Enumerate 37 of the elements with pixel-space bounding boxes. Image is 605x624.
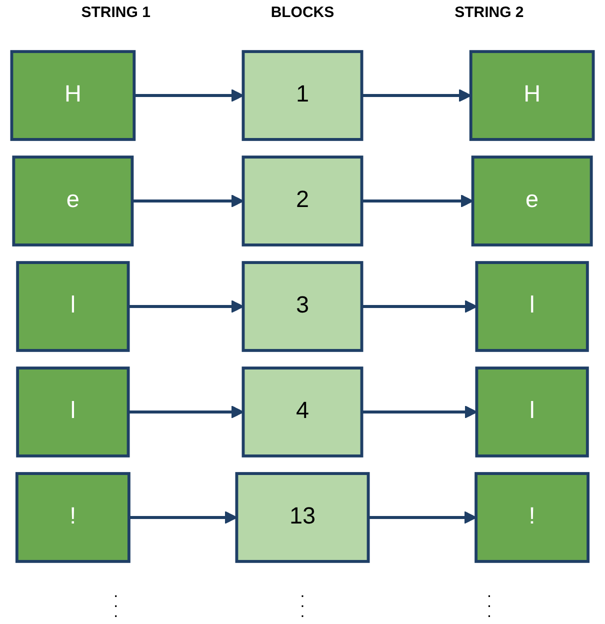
node-box: 13 bbox=[235, 472, 370, 563]
arrow bbox=[362, 300, 478, 313]
column-heading: STRING 1 bbox=[80, 3, 152, 23]
arrow bbox=[132, 194, 244, 208]
ellipsis-dot: . bbox=[300, 608, 305, 618]
ellipsis-dot: . bbox=[486, 588, 492, 598]
node-box: e bbox=[471, 156, 593, 246]
ellipsis-dot: . bbox=[300, 588, 305, 598]
node-box: l bbox=[16, 261, 130, 352]
node-box: ! bbox=[474, 472, 590, 563]
node-box: H bbox=[10, 50, 136, 141]
node-box: 3 bbox=[242, 261, 364, 352]
arrow bbox=[362, 194, 474, 208]
node-box: 4 bbox=[242, 366, 364, 458]
ellipsis-dot: . bbox=[114, 598, 118, 608]
arrow bbox=[362, 406, 478, 418]
ellipsis-dot: . bbox=[114, 608, 118, 618]
node-box: e bbox=[12, 156, 134, 246]
column-heading: BLOCKS bbox=[270, 3, 336, 23]
arrow bbox=[128, 406, 244, 418]
arrow bbox=[134, 89, 244, 102]
ellipsis-dot: . bbox=[114, 588, 118, 598]
node-box: H bbox=[469, 50, 595, 141]
node-box: ! bbox=[15, 472, 130, 563]
node-box: l bbox=[475, 261, 589, 352]
arrow bbox=[362, 89, 472, 102]
column-heading: STRING 2 bbox=[454, 3, 525, 23]
node-box: l bbox=[475, 366, 589, 458]
ellipsis-dot: . bbox=[486, 598, 492, 608]
node-box: 1 bbox=[242, 50, 364, 141]
ellipsis-dot: . bbox=[300, 598, 305, 608]
arrow bbox=[368, 511, 477, 524]
node-box: 2 bbox=[242, 156, 364, 246]
arrow bbox=[128, 511, 238, 524]
arrow bbox=[128, 300, 244, 313]
node-box: l bbox=[16, 366, 130, 458]
ellipsis-dot: . bbox=[486, 608, 492, 618]
